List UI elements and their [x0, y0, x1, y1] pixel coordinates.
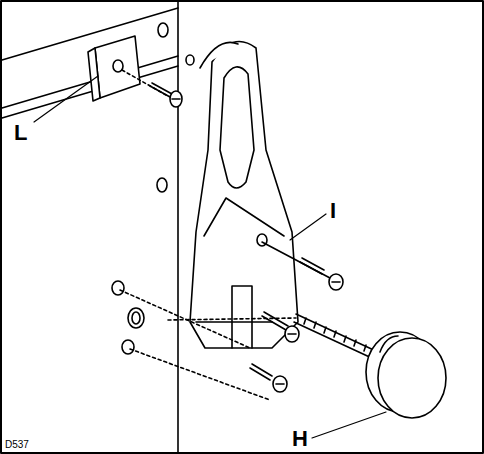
figure-code: D537 [5, 440, 29, 450]
part-letter: I [330, 200, 336, 222]
screw [122, 70, 182, 107]
wall-holes [112, 55, 194, 354]
block-l [88, 36, 140, 101]
knob-h [168, 314, 446, 418]
part-letter: H [292, 428, 308, 450]
part-letter: L [14, 122, 27, 144]
cabinet-edge [177, 1, 179, 453]
rail [2, 8, 178, 118]
leader-lines [34, 76, 386, 438]
bracket-i [190, 42, 298, 348]
